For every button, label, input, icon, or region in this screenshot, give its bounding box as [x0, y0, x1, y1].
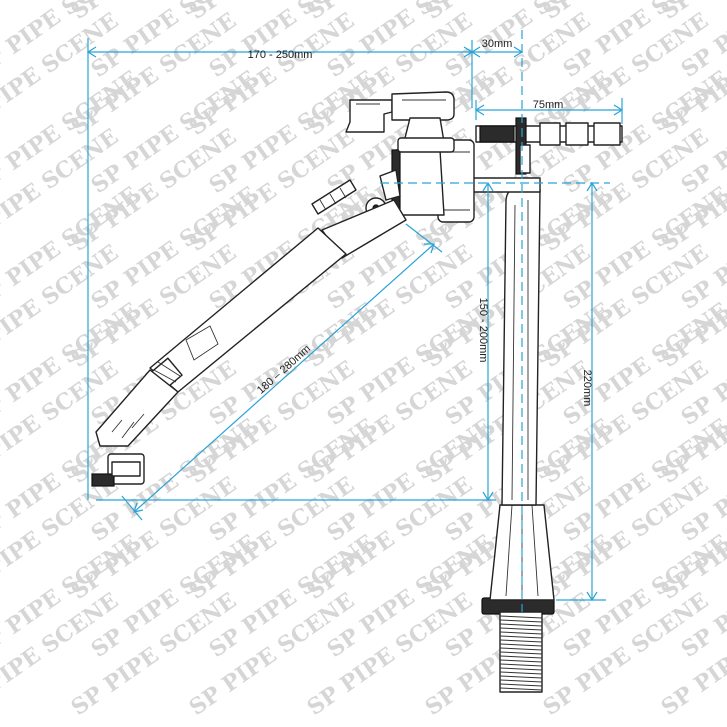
riser-tube: [501, 185, 541, 506]
dim-offset-label: 30mm: [482, 38, 513, 50]
threaded-rod: [475, 117, 623, 175]
dim-right-height-label: 220mm: [581, 370, 593, 407]
arm-end-fitting: [91, 453, 145, 487]
inlet-shank: [481, 597, 555, 693]
top-tube: [469, 177, 541, 193]
valve-top-cap: [345, 91, 455, 153]
dim-top-width-label: 170 - 250mm: [248, 49, 313, 61]
float-arm: [95, 199, 407, 447]
valve-body: [379, 149, 445, 216]
dim-left-height-label: 150 - 200mm: [477, 298, 489, 363]
dim-thread-length-label: 75mm: [533, 99, 564, 111]
